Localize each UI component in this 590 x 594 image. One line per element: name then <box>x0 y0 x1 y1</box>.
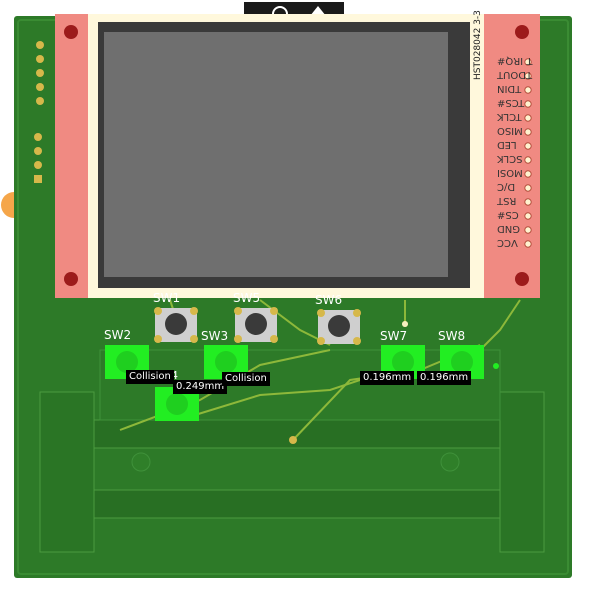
sw2-label: SW2 <box>104 328 132 342</box>
switch-button <box>245 313 267 335</box>
sw1-label: SW1 <box>153 291 181 305</box>
origin-marker <box>1 192 14 218</box>
lcd-module[interactable]: HST028042 3-3 T IRQ# TDOUT TDIN TCS# TCL… <box>55 10 540 298</box>
lcd-pin <box>524 226 532 234</box>
lcd-pin <box>524 156 532 164</box>
header-pin <box>34 175 42 183</box>
switch-sw5[interactable] <box>234 307 278 343</box>
drc-clearance-tag[interactable]: 0.196mm <box>360 371 415 385</box>
board-region <box>99 349 501 421</box>
header-pin <box>34 133 42 141</box>
header-pin <box>34 161 42 169</box>
switch-button <box>392 351 414 373</box>
lcd-pin-label: TDOUT <box>496 69 533 80</box>
lcd-pin-label: SCLK <box>497 153 523 164</box>
drc-collision-tag[interactable]: Collision <box>222 372 270 386</box>
switch-pad <box>234 307 242 315</box>
board-region <box>39 391 95 553</box>
sw7-label: SW7 <box>380 329 408 343</box>
lcd-pin-label: TDIN <box>497 83 522 94</box>
drc-collision-tag[interactable]: Collision <box>126 370 174 384</box>
sw8-label: SW8 <box>438 329 466 343</box>
lcd-pin <box>524 198 532 206</box>
lcd-pin-label: T IRQ# <box>497 55 533 66</box>
sw5-label: SW5 <box>233 291 261 305</box>
lcd-pin-label: D/C <box>497 181 515 192</box>
test-point <box>402 321 408 327</box>
header-pin <box>34 147 42 155</box>
switch-pad <box>154 307 162 315</box>
lcd-mount-hole <box>64 272 78 286</box>
lcd-pin-label: TCLK <box>497 111 523 122</box>
sw3-label: SW3 <box>201 329 229 343</box>
switch-pad <box>270 307 278 315</box>
switch-pad <box>270 335 278 343</box>
lcd-pin-label: MISO <box>497 125 523 136</box>
board-region <box>499 391 545 553</box>
lcd-mount-hole <box>515 272 529 286</box>
switch-pad <box>234 335 242 343</box>
switch-pad <box>190 307 198 315</box>
lcd-mount-hole <box>515 25 529 39</box>
switch-pad <box>317 309 325 317</box>
lcd-pin <box>524 58 532 66</box>
switch-button <box>215 351 237 373</box>
switch-button <box>451 351 473 373</box>
lcd-pins <box>524 58 532 248</box>
switch-sw1[interactable] <box>154 307 198 343</box>
lcd-pin <box>524 170 532 178</box>
sw4-label: 4 <box>171 369 178 382</box>
lcd-mount-hole <box>64 25 78 39</box>
trace <box>479 299 521 351</box>
switch-pad <box>190 335 198 343</box>
lcd-pin <box>524 184 532 192</box>
lcd-pin-label: GND <box>497 223 520 234</box>
lcd-pin-label: RST <box>496 195 516 206</box>
mounting-hole <box>440 452 460 472</box>
switch-pad <box>353 337 361 345</box>
switch-button <box>328 315 350 337</box>
lcd-pin-labels: T IRQ# TDOUT TDIN TCS# TCLK MISO LED SCL… <box>496 55 533 248</box>
lcd-pin <box>524 212 532 220</box>
lcd-model-label: HST028042 3-3 <box>473 10 483 80</box>
lcd-pin <box>524 142 532 150</box>
lcd-left-strip <box>55 14 88 298</box>
lcd-pin-label: VCC <box>497 237 518 248</box>
board-region <box>93 489 503 519</box>
sw6-label: SW6 <box>315 293 343 307</box>
lcd-pin <box>524 100 532 108</box>
board-region <box>93 419 503 449</box>
lcd-pin-label: TCS# <box>497 97 525 108</box>
via <box>289 436 297 444</box>
lcd-screen <box>104 32 448 277</box>
header-pin <box>36 41 44 49</box>
switch-button <box>116 351 138 373</box>
drc-clearance-tag[interactable]: 0.249mm <box>173 380 228 394</box>
switch-pad <box>154 335 162 343</box>
drc-clearance-tag[interactable]: 0.196mm <box>417 371 472 385</box>
lcd-pin <box>524 72 532 80</box>
lcd-pin <box>524 114 532 122</box>
switch-button <box>165 313 187 335</box>
switch-pad <box>317 337 325 345</box>
toolbar-background <box>244 2 344 16</box>
header-pin <box>36 97 44 105</box>
lcd-pin <box>524 240 532 248</box>
arrow-up-icon[interactable] <box>310 6 326 16</box>
lcd-pin-label: MOSI <box>497 167 523 178</box>
lcd-pin-label: CS# <box>497 209 519 220</box>
switch-button <box>166 393 188 415</box>
header-pin <box>36 83 44 91</box>
mounting-hole <box>131 452 151 472</box>
lcd-pin <box>524 86 532 94</box>
switch-pad <box>353 309 361 317</box>
header-pin <box>36 69 44 77</box>
via <box>493 363 499 369</box>
switch-sw6[interactable] <box>317 309 361 345</box>
header-pin <box>36 55 44 63</box>
lcd-pin <box>524 128 532 136</box>
lcd-pin-label: LED <box>497 139 517 150</box>
